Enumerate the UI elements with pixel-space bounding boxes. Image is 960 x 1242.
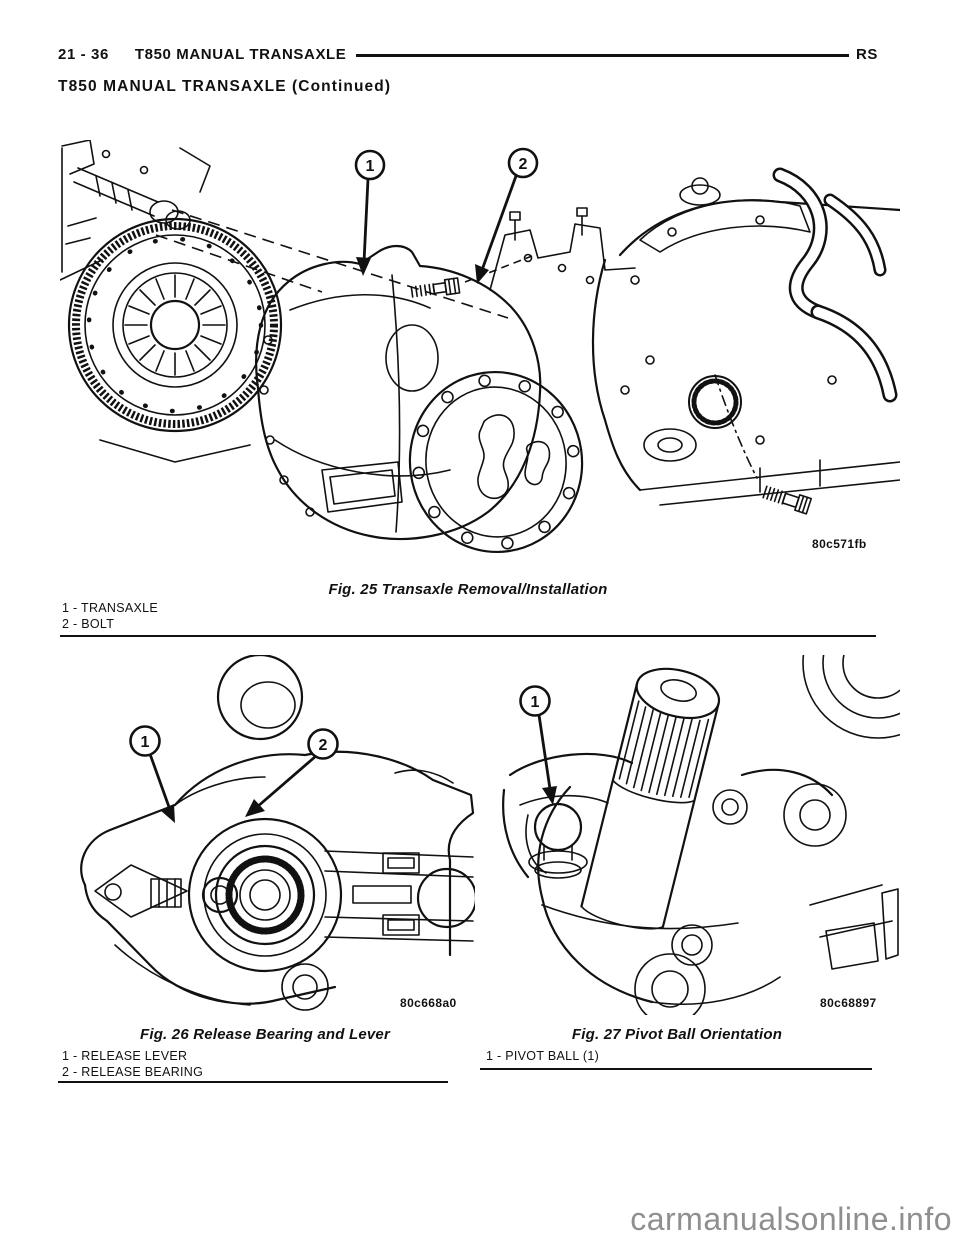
callout-2-label: 2 [519, 156, 528, 173]
legend-item: 1 - RELEASE LEVER [62, 1049, 188, 1063]
callout-2-marker: 2 [475, 147, 539, 284]
release-bearing-linework [187, 817, 343, 973]
figure-27-divider [480, 1068, 872, 1070]
corner-code: RS [855, 46, 878, 63]
figure-25-divider [60, 635, 876, 637]
housing-linework [502, 655, 900, 1015]
legend-item: 2 - BOLT [62, 617, 115, 631]
clutch-flywheel [67, 217, 283, 463]
continued-title: T850 MANUAL TRANSAXLE (Continued) [58, 78, 392, 95]
callout-2-marker: 2 [245, 728, 339, 817]
legend-item: 2 - RELEASE BEARING [62, 1065, 204, 1079]
figure-25-illustration: 1 2 80c571fb [60, 140, 900, 554]
figure-27-illustration: 1 80c68897 [502, 655, 900, 1015]
housing-linework [80, 655, 475, 1011]
pivot-ball-linework [525, 802, 588, 879]
alignment-dashed-lines [155, 209, 533, 319]
legend-item: 1 - TRANSAXLE [62, 601, 159, 615]
figure-27-legend: 1 - PIVOT BALL (1) [486, 1048, 599, 1064]
legend-item: 1 - PIVOT BALL (1) [486, 1049, 600, 1063]
header-rule [356, 54, 849, 57]
figure-26-illustration: 1 2 80c668a0 [80, 655, 475, 1011]
figure-26-image-code: 80c668a0 [400, 996, 457, 1010]
input-shaft-linework [580, 667, 721, 930]
page-header: 21 - 36 T850 MANUAL TRANSAXLE RS [58, 46, 878, 63]
figure-26-divider [58, 1081, 448, 1083]
section-title: T850 MANUAL TRANSAXLE [134, 46, 347, 63]
callout-1-marker: 1 [354, 149, 386, 276]
figure-25-legend: 1 - TRANSAXLE 2 - BOLT [62, 600, 158, 632]
figure-25-caption: Fig. 25 Transaxle Removal/Installation [328, 581, 608, 598]
figure-26-caption: Fig. 26 Release Bearing and Lever [139, 1026, 391, 1043]
transaxle-body [255, 207, 636, 541]
watermark: carmanualsonline.info [630, 1201, 952, 1237]
engine-left-linework [60, 140, 211, 281]
engine-right-linework [591, 167, 900, 506]
bolt-lower [762, 485, 813, 515]
callout-2-label: 2 [319, 737, 328, 754]
callout-1-marker: 1 [519, 685, 557, 805]
callout-1-label: 1 [141, 734, 150, 751]
figure-27-caption: Fig. 27 Pivot Ball Orientation [571, 1026, 783, 1043]
callout-1-label: 1 [531, 694, 540, 711]
callout-1-marker: 1 [129, 725, 175, 823]
release-lever-linework [94, 850, 475, 942]
figure-25-image-code: 80c571fb [812, 537, 867, 551]
bolt-upper [410, 277, 461, 298]
page-number: 21 - 36 [58, 46, 109, 63]
transaxle-end-cover [408, 370, 584, 554]
figure-27-image-code: 80c68897 [820, 996, 877, 1010]
figure-26-legend: 1 - RELEASE LEVER 2 - RELEASE BEARING [62, 1048, 203, 1080]
callout-1-label: 1 [366, 158, 375, 175]
